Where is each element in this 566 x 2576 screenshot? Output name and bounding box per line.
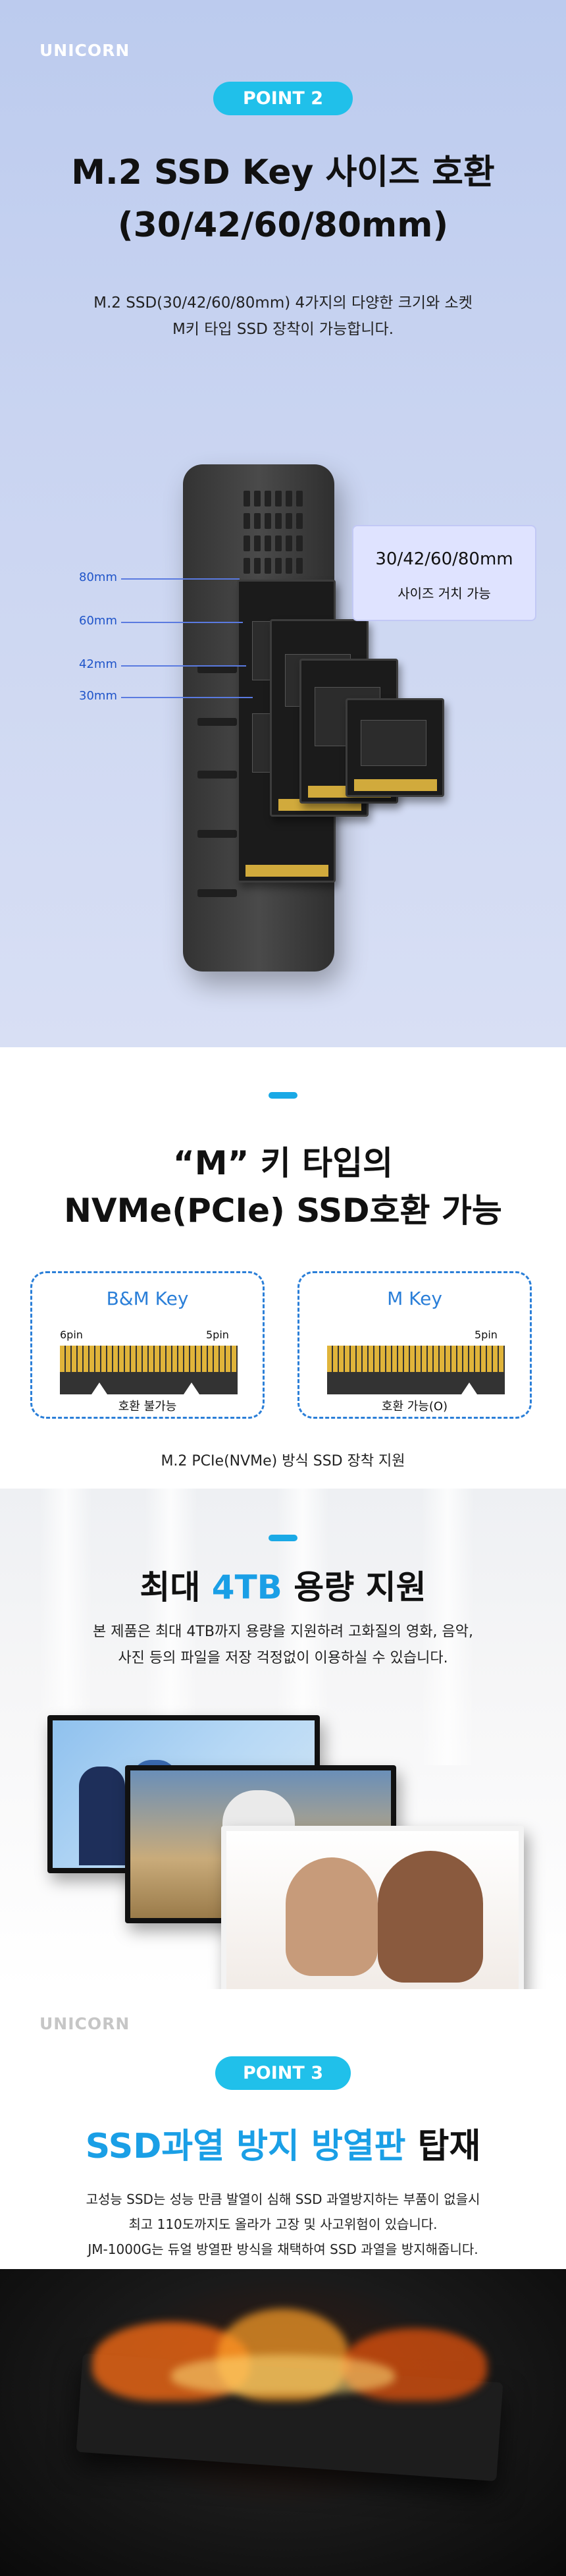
point2-title-line2: (30/42/60/80mm) (117, 206, 449, 245)
capacity-desc-line2: 사진 등의 파일을 저장 걱정없이 이용하실 수 있습니다. (118, 1650, 448, 1666)
marker-42mm: 42mm (79, 657, 117, 671)
m-key-notch (461, 1383, 477, 1394)
capacity-description: 본 제품은 최대 4TB까지 용량을 지원하려 고화질의 영화, 음악, 사진 … (0, 1619, 566, 1672)
marker-30mm: 30mm (79, 689, 117, 703)
point2-title-line1: M.2 SSD Key 사이즈 호환 (71, 153, 495, 192)
enclosure-slot (197, 889, 237, 897)
point3-description: 고성능 SSD는 성능 만큼 발열이 심해 SSD 과열방지하는 부품이 없을시… (0, 2187, 566, 2262)
point2-section: UNICORN POINT 2 M.2 SSD Key 사이즈 호환 (30/4… (0, 0, 566, 1047)
flame-glow (171, 2355, 395, 2394)
point3-title-post: 탑재 (405, 2127, 481, 2166)
marker-line-60mm (121, 622, 243, 623)
m-key-pins (327, 1346, 505, 1372)
brand-logo: UNICORN (39, 41, 130, 60)
point3-desc-line3: JM-1000G는 듀얼 방열판 방식을 채택하여 SSD 과열을 방지해줍니다… (88, 2241, 478, 2257)
mkey-title: “M” 키 타입의 NVMe(PCIe) SSD호환 가능 (0, 1139, 566, 1234)
bm-key-caption: 호환 불가능 (118, 1400, 177, 1413)
marker-line-80mm (121, 578, 240, 580)
point2-desc-line2: M키 타입 SSD 장착이 가능합니다. (172, 321, 394, 338)
point3-section: UNICORN POINT 3 SSD과열 방지 방열판 탑재 고성능 SSD는… (0, 1989, 566, 2576)
point3-badge: POINT 3 (215, 2056, 351, 2090)
point2-desc-line1: M.2 SSD(30/42/60/80mm) 4가지의 다양한 크기와 소켓 (93, 294, 473, 312)
media-screen-photo (221, 1826, 524, 1989)
ssd-board-30mm (346, 698, 444, 797)
mkey-footer: M.2 PCIe(NVMe) 방식 SSD 장착 지원 (161, 1453, 405, 1469)
callout-sizes: 30/42/60/80mm (375, 549, 513, 569)
enclosure-vent-grille (244, 491, 322, 596)
capacity-section: 최대 4TB 용량 지원 본 제품은 최대 4TB까지 용량을 지원하려 고화질… (0, 1489, 566, 1989)
brand-logo-gray: UNICORN (39, 2014, 130, 2033)
heat-image (0, 2269, 566, 2576)
point2-description: M.2 SSD(30/42/60/80mm) 4가지의 다양한 크기와 소켓 M… (0, 290, 566, 343)
marker-80mm: 80mm (79, 570, 117, 584)
capacity-title-highlight: 4TB (211, 1568, 282, 1606)
enclosure-slot (197, 718, 237, 726)
bm-right-pins: 5pin (206, 1329, 229, 1341)
enclosure-slot (197, 665, 237, 673)
enclosure-slot (197, 771, 237, 779)
mkey-title-line1: “M” 키 타입의 (172, 1144, 394, 1182)
point3-title-highlight: SSD과열 방지 방열판 (85, 2127, 406, 2166)
bm-key-title: B&M Key (106, 1288, 189, 1309)
point2-title: M.2 SSD Key 사이즈 호환 (30/42/60/80mm) (0, 146, 566, 252)
capacity-title-post: 용량 지원 (282, 1568, 426, 1606)
bm-key-box: B&M Key 6pin 5pin 호환 불가능 (30, 1271, 265, 1419)
m-key-title: M Key (387, 1288, 442, 1309)
marker-line-42mm (121, 665, 246, 667)
capacity-title-pre: 최대 (140, 1568, 212, 1606)
mkey-title-line2: NVMe(PCIe) SSD호환 가능 (64, 1192, 502, 1230)
bm-key-notch (184, 1383, 199, 1394)
point2-badge: POINT 2 (213, 82, 353, 115)
mkey-section: “M” 키 타입의 NVMe(PCIe) SSD호환 가능 B&M Key 6p… (0, 1047, 566, 1489)
bm-key-pins (60, 1346, 238, 1372)
capacity-title: 최대 4TB 용량 지원 (0, 1561, 566, 1608)
m-key-caption: 호환 가능(O) (381, 1400, 448, 1413)
callout-caption: 사이즈 거치 가능 (398, 586, 491, 601)
curtain-fold (421, 1489, 474, 1765)
marker-line-30mm (121, 697, 253, 698)
bm-key-notch (91, 1383, 107, 1394)
marker-60mm: 60mm (79, 614, 117, 628)
capacity-desc-line1: 본 제품은 최대 4TB까지 용량을 지원하려 고화질의 영화, 음악, (93, 1624, 473, 1640)
point3-desc-line1: 고성능 SSD는 성능 만큼 발열이 심해 SSD 과열방지하는 부품이 없을시 (86, 2191, 480, 2207)
accent-bar (269, 1535, 297, 1541)
accent-bar (269, 1092, 297, 1099)
point3-desc-line2: 최고 110도까지도 올라가 고장 및 사고위험이 있습니다. (128, 2216, 438, 2232)
bm-left-pins: 6pin (60, 1329, 83, 1341)
m-right-pins: 5pin (475, 1329, 498, 1341)
enclosure-slot (197, 830, 237, 838)
size-callout: 30/42/60/80mm 사이즈 거치 가능 (352, 525, 536, 621)
point3-title: SSD과열 방지 방열판 탑재 (0, 2118, 566, 2168)
m-key-box: M Key 5pin 호환 가능(O) (297, 1271, 532, 1419)
